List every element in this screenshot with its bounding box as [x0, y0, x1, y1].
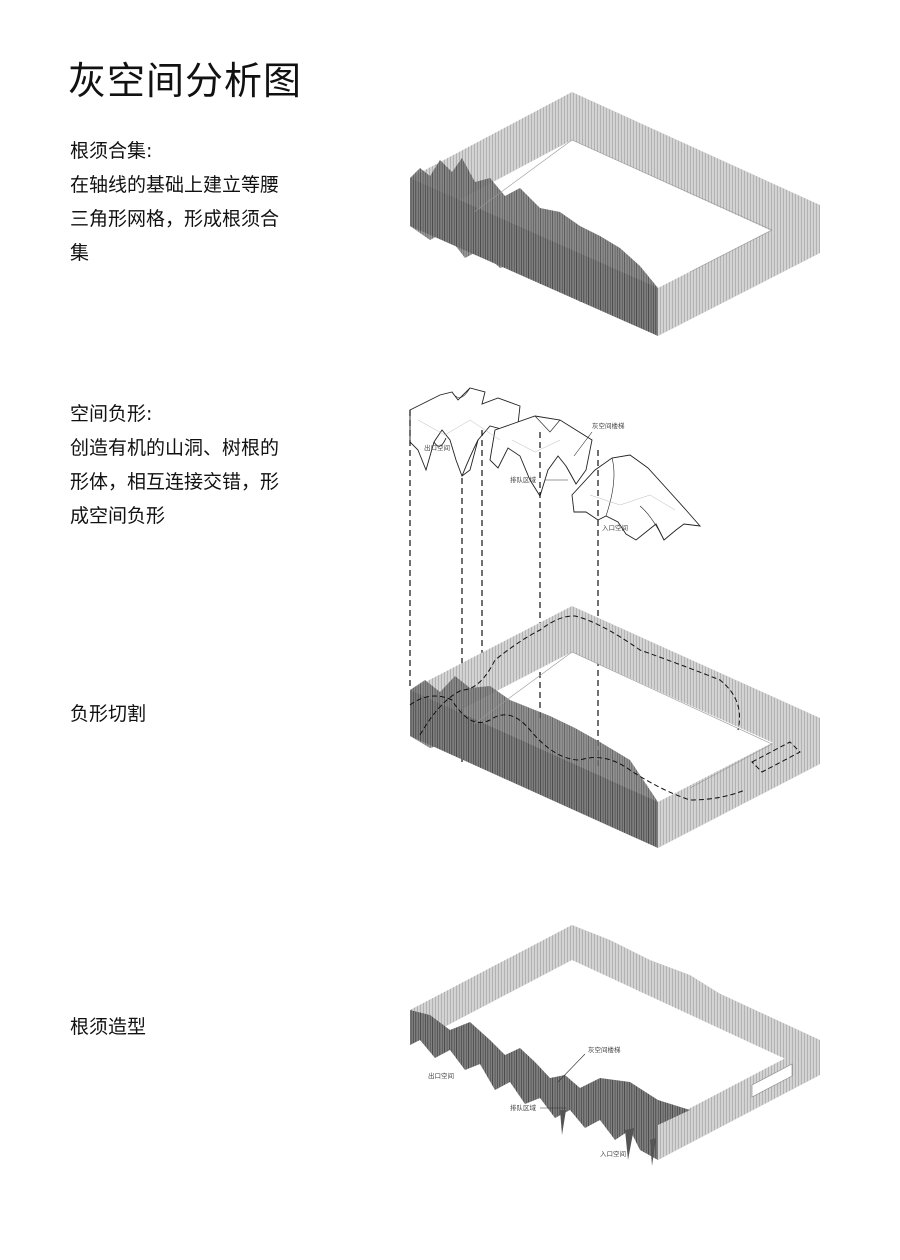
section-root-form-text: 根须造型 [70, 1010, 300, 1044]
section-negative-space-text: 空间负形: 创造有机的山洞、树根的 形体，相互连接交错，形 成空间负形 [70, 397, 300, 533]
diagram-negative-cut [409, 606, 820, 848]
label-entry-space: 入口空间 [600, 1149, 626, 1158]
label-exit-space: 出口空间 [428, 1071, 454, 1080]
section-body-line: 集 [70, 242, 90, 264]
section-body-line: 在轴线的基础上建立等腰 [70, 174, 280, 196]
diagram-root-form [410, 925, 820, 1166]
section-body-line: 创造有机的山洞、树根的 [70, 437, 280, 459]
label-queue-area: 排队区域 [510, 475, 537, 484]
section-heading: 负形切割 [70, 703, 147, 725]
diagram-negative-space [409, 387, 702, 541]
label-entry-space: 入口空间 [602, 523, 628, 532]
diagram-root-collection [410, 92, 820, 336]
label-exit-space: 出口空间 [424, 443, 450, 452]
section-body-line: 成空间负形 [70, 505, 166, 527]
page-title: 灰空间分析图 [68, 59, 303, 103]
section-heading: 空间负形: [70, 403, 153, 425]
section-body-line: 形体，相互连接交错，形 [70, 471, 280, 493]
section-root-collection-text: 根须合集: 在轴线的基础上建立等腰 三角形网格，形成根须合 集 [70, 134, 300, 270]
section-heading: 根须合集: [70, 140, 153, 162]
label-gray-stair: 灰空间楼梯 [592, 421, 625, 430]
label-gray-stair: 灰空间楼梯 [588, 1045, 621, 1054]
section-negative-cut-text: 负形切割 [70, 697, 300, 731]
section-heading: 根须造型 [70, 1016, 147, 1038]
label-queue-area: 排队区域 [510, 1103, 537, 1112]
section-body-line: 三角形网格，形成根须合 [70, 208, 280, 230]
